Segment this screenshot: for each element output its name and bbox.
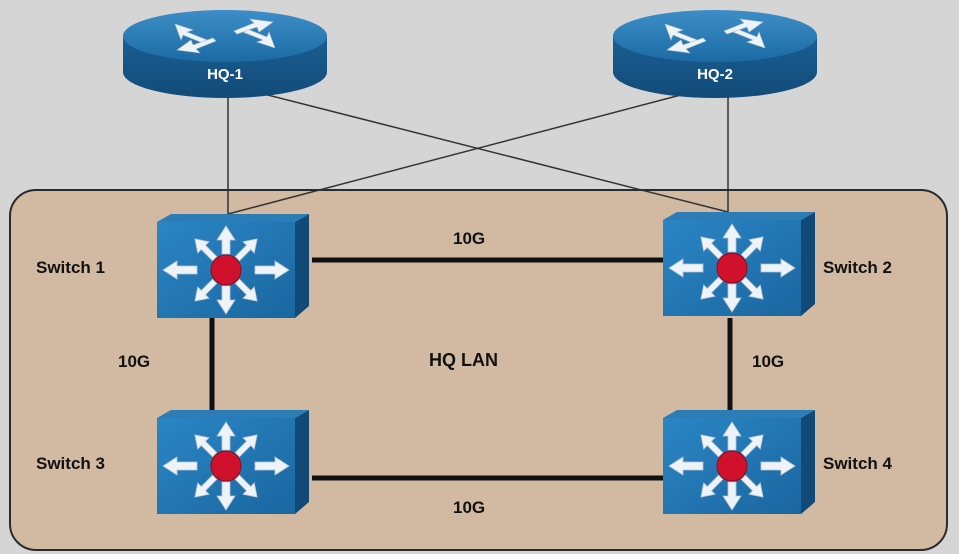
link-sw3-sw4-label: 10G [453, 498, 486, 517]
router-hq1-label: HQ-1 [207, 66, 243, 83]
switch-2-icon[interactable] [662, 211, 816, 317]
switch-3-icon[interactable] [156, 409, 310, 515]
switch-4-icon[interactable] [662, 409, 816, 515]
switch-2-label: Switch 2 [823, 258, 892, 277]
router-hq1-icon[interactable] [122, 9, 328, 99]
link-sw2-sw4-label: 10G [752, 352, 785, 371]
switch-1-label: Switch 1 [36, 258, 105, 277]
core-links [209, 257, 733, 481]
router-hq2-label: HQ-2 [697, 66, 733, 83]
switch-3-label: Switch 3 [36, 454, 105, 473]
link-hq2-sw1 [227, 91, 693, 215]
link-hq1-sw2 [247, 89, 729, 213]
lan-label: HQ LAN [429, 350, 498, 370]
uplink-lines [227, 89, 729, 215]
router-hq2-icon[interactable] [612, 9, 818, 99]
link-sw1-sw2-label: 10G [453, 229, 486, 248]
link-sw1-sw3-label: 10G [118, 352, 151, 371]
switch-1-icon[interactable] [156, 213, 310, 319]
switch-4-label: Switch 4 [823, 454, 892, 473]
